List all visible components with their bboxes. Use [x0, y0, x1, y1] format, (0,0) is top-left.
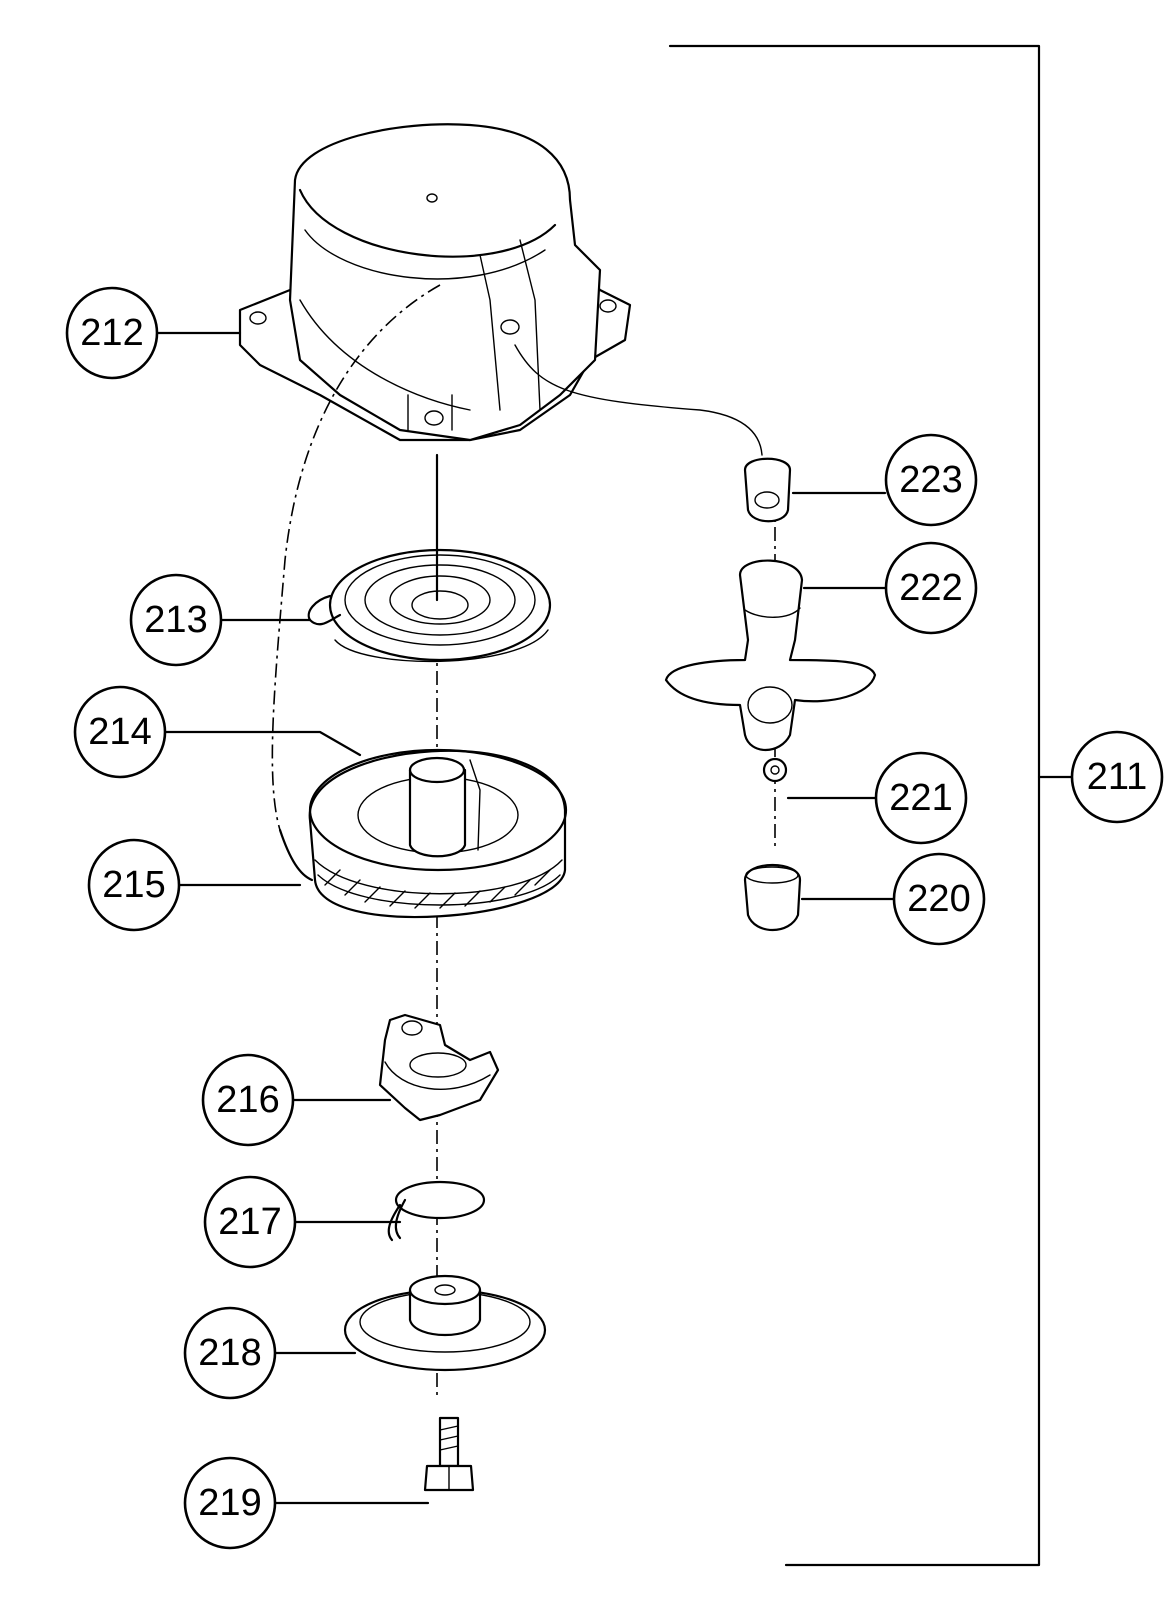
- rope-knot-sleeve: [743, 457, 792, 523]
- callout-222: 222: [884, 541, 978, 635]
- center-bolt: [423, 1416, 475, 1492]
- callout-214: 214: [73, 685, 167, 779]
- callout-215: 215: [87, 838, 181, 932]
- callout-223: 223: [884, 433, 978, 527]
- callout-217-label: 217: [218, 1201, 281, 1243]
- friction-plate: [343, 1274, 547, 1372]
- callout-222-label: 222: [899, 567, 962, 609]
- callout-220: 220: [892, 852, 986, 946]
- callout-220-label: 220: [907, 878, 970, 920]
- handle-cord: [514, 344, 763, 456]
- callout-213-label: 213: [144, 599, 207, 641]
- callout-218-label: 218: [198, 1332, 261, 1374]
- leader-lines: [156, 331, 895, 1505]
- ratchet-pawl: [378, 1013, 500, 1122]
- callout-215-label: 215: [102, 864, 165, 906]
- callout-212-label: 212: [80, 312, 143, 354]
- callout-212: 212: [65, 286, 159, 380]
- recoil-spring: [307, 453, 552, 663]
- callout-211-label: 211: [1087, 756, 1148, 798]
- callout-221: 221: [874, 751, 968, 845]
- callout-216: 216: [201, 1053, 295, 1147]
- starter-housing: [238, 123, 632, 442]
- callout-213: 213: [129, 573, 223, 667]
- callout-218: 218: [183, 1306, 277, 1400]
- callout-221-label: 221: [889, 777, 952, 819]
- handle-cap: [743, 863, 802, 931]
- handle-washer: [762, 757, 788, 783]
- callout-223-label: 223: [899, 459, 962, 501]
- callout-219-label: 219: [198, 1482, 261, 1524]
- starter-handle: [664, 559, 877, 751]
- rope-reel: [278, 748, 568, 919]
- pawl-spring: [387, 1180, 486, 1242]
- rope-path: [271, 284, 441, 831]
- callout-216-label: 216: [216, 1079, 279, 1121]
- callout-211: 211: [1070, 730, 1164, 824]
- callout-217: 217: [203, 1175, 297, 1269]
- callout-219: 219: [183, 1456, 277, 1550]
- callout-214-label: 214: [88, 711, 151, 753]
